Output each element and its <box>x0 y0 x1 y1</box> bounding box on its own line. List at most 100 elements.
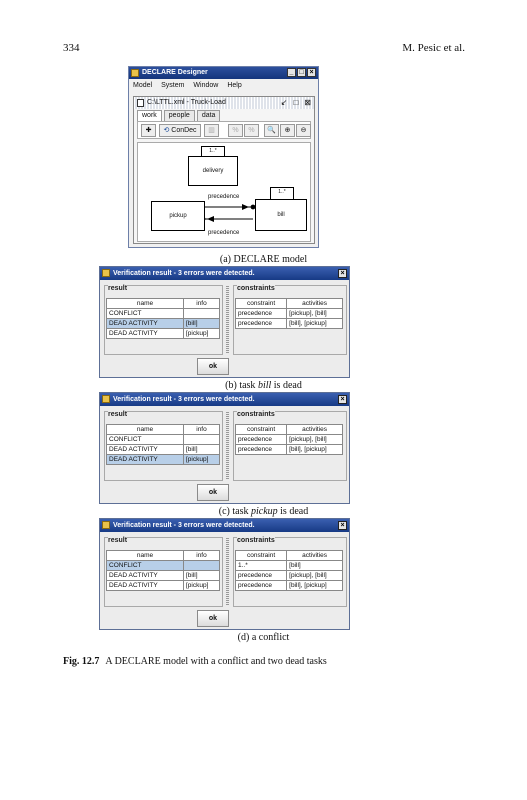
table-row[interactable]: precedence[bill], [pickup] <box>234 444 343 455</box>
doc-title-bar: C:\LTTL.xml - Truck-Load ↙ □ ⊠ <box>134 97 314 109</box>
result-name: DEAD ACTIVITY <box>106 318 184 329</box>
result-name: CONFLICT <box>106 434 184 445</box>
table-row[interactable]: DEAD ACTIVITY[pickup] <box>106 580 220 591</box>
app-icon <box>102 521 110 529</box>
result-label: result <box>108 285 128 292</box>
splitter-handle[interactable] <box>226 411 229 479</box>
tab-people[interactable]: people <box>163 110 195 121</box>
verification-dialog-c: Verification result - 3 errors were dete… <box>99 392 350 504</box>
constraint-activities: [pickup], [bill] <box>286 308 343 319</box>
condec-button[interactable]: ⟲ ConDec <box>159 124 201 137</box>
constraint-name: precedence <box>234 308 288 319</box>
caption-b: (b) task bill is dead <box>0 380 527 391</box>
result-label: result <box>108 411 128 418</box>
table-row[interactable]: precedence[bill], [pickup] <box>234 580 343 591</box>
figure-label: Fig. 12.7 <box>63 656 100 667</box>
close-icon[interactable]: × <box>338 521 347 530</box>
model-canvas: 1..* delivery pickup 1..* bill precedenc… <box>137 142 311 242</box>
caption-b-post: is dead <box>271 380 302 391</box>
table-row[interactable]: DEAD ACTIVITY[bill] <box>106 444 220 455</box>
table-row[interactable]: DEAD ACTIVITY[pickup] <box>106 328 220 339</box>
close-frame-icon[interactable]: ⊠ <box>304 98 311 107</box>
table-row[interactable]: CONFLICT <box>106 560 220 571</box>
table-row[interactable]: precedence[pickup], [bill] <box>234 308 343 319</box>
ok-button[interactable]: ok <box>197 358 229 375</box>
activity-pickup[interactable]: pickup <box>151 201 205 231</box>
result-info: [bill] <box>183 570 220 581</box>
dialog-title-bar: Verification result - 3 errors were dete… <box>100 267 349 280</box>
col-activities: activities <box>286 424 343 435</box>
maximize-frame-icon[interactable]: □ <box>293 98 299 107</box>
result-info: [pickup] <box>183 454 220 465</box>
table-row[interactable]: CONFLICT <box>106 434 220 445</box>
ok-button[interactable]: ok <box>197 484 229 501</box>
constraint-activities: [bill], [pickup] <box>286 444 343 455</box>
dialog-title: Verification result - 3 errors were dete… <box>113 396 255 403</box>
table-row[interactable]: precedence[bill], [pickup] <box>234 318 343 329</box>
constraint-activities: [pickup], [bill] <box>286 434 343 445</box>
tab-data[interactable]: data <box>196 110 221 121</box>
model-internal-frame: C:\LTTL.xml - Truck-Load ↙ □ ⊠ work peop… <box>133 96 315 244</box>
col-info: info <box>183 424 220 435</box>
close-icon[interactable]: × <box>338 269 347 278</box>
result-name: DEAD ACTIVITY <box>106 570 184 581</box>
table-row[interactable]: DEAD ACTIVITY[bill] <box>106 318 220 329</box>
paste-icon[interactable]: % <box>244 124 259 137</box>
caption-a-rest: model <box>279 254 308 265</box>
result-info: [pickup] <box>183 580 220 591</box>
col-constraint: constraint <box>234 298 288 309</box>
document-icon <box>137 99 144 107</box>
edge-label-precedence: precedence <box>208 194 240 200</box>
close-icon[interactable]: × <box>307 68 316 77</box>
splitter-handle[interactable] <box>226 537 229 605</box>
zoom-out-icon[interactable]: ⊖ <box>296 124 311 137</box>
col-activities: activities <box>286 550 343 561</box>
declare-designer-window: DECLARE Designer _ □ × Model System Wind… <box>128 66 319 248</box>
col-info: info <box>183 298 220 309</box>
caption-b-pre: (b) task <box>225 380 258 391</box>
menu-window[interactable]: Window <box>193 82 219 89</box>
caption-d: (d) a conflict <box>237 632 290 643</box>
col-name: name <box>106 298 184 309</box>
tab-work[interactable]: work <box>137 110 162 121</box>
menu-help[interactable]: Help <box>227 82 242 89</box>
splitter-handle[interactable] <box>226 285 229 353</box>
designer-toolbar: ✚ ⟲ ConDec ▥ % % 🔍 ⊕ ⊖ <box>137 121 311 139</box>
edge-arrow-icon <box>242 204 249 210</box>
minimize-icon[interactable]: _ <box>287 68 296 77</box>
table-row[interactable]: precedence[pickup], [bill] <box>234 570 343 581</box>
maximize-icon[interactable]: □ <box>297 68 306 77</box>
constraint-activities: [bill], [pickup] <box>286 318 343 329</box>
restore-icon[interactable]: ↙ <box>280 98 288 107</box>
table-row[interactable]: CONFLICT <box>106 308 220 319</box>
add-activity-icon[interactable]: ✚ <box>141 124 156 137</box>
menu-system[interactable]: System <box>161 82 185 89</box>
caption-c-task: pickup <box>251 506 278 517</box>
constraint-name: precedence <box>234 318 288 329</box>
constraints-label: constraints <box>237 285 275 292</box>
close-icon[interactable]: × <box>338 395 347 404</box>
zoom-icon[interactable]: 🔍 <box>264 124 279 137</box>
activity-bill[interactable]: bill <box>255 199 307 231</box>
cut-icon[interactable]: % <box>228 124 243 137</box>
zoom-in-icon[interactable]: ⊕ <box>280 124 295 137</box>
table-row[interactable]: DEAD ACTIVITY[bill] <box>106 570 220 581</box>
table-row[interactable]: 1..*[bill] <box>234 560 343 571</box>
result-name: CONFLICT <box>106 308 184 319</box>
menu-bar: Model System Window Help <box>129 79 318 93</box>
activity-delivery[interactable]: delivery <box>188 156 238 186</box>
verification-dialog-d: Verification result - 3 errors were dete… <box>99 518 350 630</box>
table-row[interactable]: precedence[pickup], [bill] <box>234 434 343 445</box>
edge-dot-icon <box>250 204 256 210</box>
result-label: result <box>108 537 128 544</box>
menu-model[interactable]: Model <box>133 82 153 89</box>
constraint-name: precedence <box>234 444 288 455</box>
ok-button[interactable]: ok <box>197 610 229 627</box>
table-row[interactable]: DEAD ACTIVITY[pickup] <box>106 454 220 465</box>
constraints-label: constraints <box>237 411 275 418</box>
delete-icon[interactable]: ▥ <box>204 124 219 137</box>
